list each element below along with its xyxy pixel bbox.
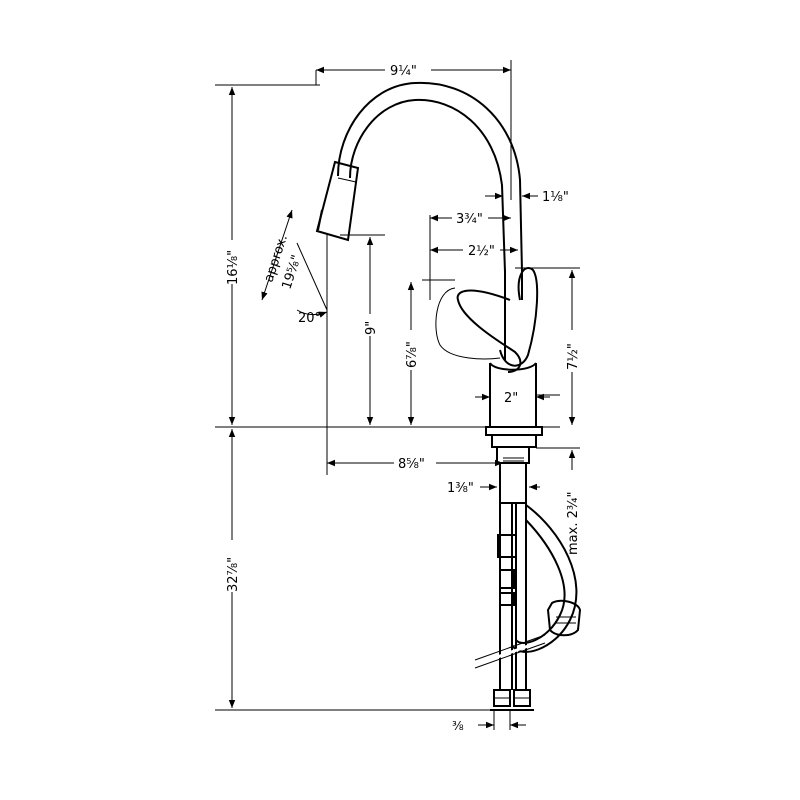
dim-supply-length: 32⅞" [226, 557, 241, 592]
dim-connection-size: ⅜ [452, 719, 464, 733]
dim-base-offset: 2½" [468, 244, 495, 259]
dim-spout-height: 9" [364, 321, 379, 335]
reference-lines [215, 60, 580, 711]
dim-overall-height: 16⅛" [226, 250, 241, 285]
dim-handle-height: 6⅞" [405, 341, 420, 368]
dim-max-deck-thickness: max. 2¾" [566, 492, 581, 555]
dim-spout-tip-width: 1⅛" [542, 190, 569, 205]
dim-spray-angle: 20° [298, 311, 321, 326]
dim-spray-reach: 8⅝" [398, 457, 425, 472]
dim-body-height: 7½" [566, 343, 581, 370]
faucet-outline [315, 81, 582, 711]
dim-handle-offset: 3¾" [456, 212, 483, 227]
dim-shank-diameter: 1⅜" [447, 481, 474, 496]
dim-base-diameter: 2" [504, 391, 518, 406]
dim-spout-reach: 9¼" [390, 64, 417, 79]
dimension-labels: 9¼" 1⅛" 3¾" 2½" 16⅛" approx. 19⅝" 20° 9"… [224, 62, 581, 733]
